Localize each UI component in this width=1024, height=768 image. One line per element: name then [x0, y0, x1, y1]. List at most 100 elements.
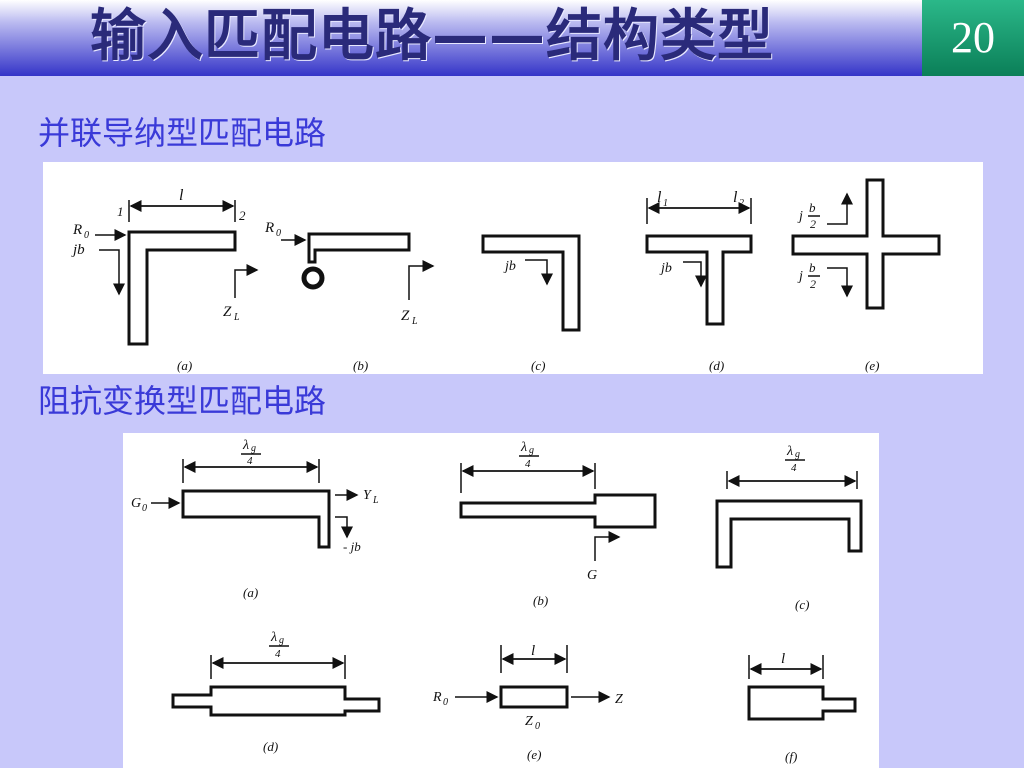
diagram2-d-stepped-line — [171, 685, 381, 717]
diagram2-c: λ g 4 (c) — [715, 444, 863, 612]
diagram2-e-z0: Z — [525, 714, 533, 729]
diagram2-b-stepped-line — [459, 493, 657, 529]
shunt-admittance-diagram-panel: l 1 2 R 0 jb Z L (a) R 0 Z L (b) — [43, 162, 983, 374]
diagram2-e-z: Z — [615, 692, 623, 707]
diagram-c-jb-label: jb — [503, 259, 516, 274]
diagram-e-j-top: j — [797, 209, 803, 224]
diagram-b-r0-label: R — [264, 220, 274, 236]
diagram2-a-caption: (a) — [243, 585, 258, 600]
diagram-e-arrow-bottom — [827, 267, 853, 298]
diagram-b-ring-stub — [301, 266, 325, 290]
diagram2-a-jb-arrow — [335, 516, 353, 539]
diagram2-e: l R 0 Z Z 0 (e) — [432, 643, 623, 762]
diagram-d-jb-arrow — [683, 261, 707, 288]
diagram-d-caption: (d) — [709, 358, 724, 373]
diagram2-a-yl-sub: L — [372, 495, 379, 506]
section-heading-impedance-transform: 阻抗变换型匹配电路 — [38, 382, 327, 420]
diagram-d-shunt: l 1 l 2 jb (d) — [645, 189, 753, 373]
diagram-a-jb-label: jb — [71, 242, 85, 258]
diagram-a-shunt: l 1 2 R 0 jb Z L (a) — [71, 187, 259, 373]
diagram2-b-caption: (b) — [533, 593, 548, 608]
diagram2-f: l (f) — [747, 651, 857, 764]
diagram-b-caption: (b) — [353, 358, 368, 373]
diagram2-a-lambda: λ — [242, 438, 249, 453]
title-bar: 输入匹配电路——结构类型 — [0, 0, 922, 76]
diagram-a-port2-label: 2 — [239, 208, 246, 223]
diagram-b-zl-sub: L — [411, 316, 418, 327]
diagram-c-jb-arrow — [525, 259, 553, 286]
diagram-e-two-top: 2 — [810, 217, 816, 231]
slide-title: 输入匹配电路——结构类型 — [90, 4, 774, 69]
diagram2-b: λ g 4 G (b) — [459, 440, 657, 608]
diagram2-c-caption: (c) — [795, 597, 809, 612]
diagram2-a-line-shape — [181, 489, 331, 549]
diagram2-e-l: l — [531, 643, 535, 659]
diagram2-e-r0-sub: 0 — [443, 697, 448, 708]
diagram-a-load-arrow — [234, 264, 259, 298]
diagram-d-l2-sub: 2 — [739, 198, 744, 209]
diagram2-c-u-shape — [715, 499, 863, 569]
diagram-b-r0-sub: 0 — [276, 228, 281, 239]
diagram2-a: λ g 4 G 0 Y L - jb (a) — [131, 438, 379, 600]
diagram-d-l2-label: l — [733, 189, 738, 206]
diagram-b-load-arrow — [408, 260, 435, 300]
diagram-a-zl-label: Z — [223, 304, 232, 320]
diagram-e-b-top: b — [809, 200, 816, 215]
diagram-a-zl-sub: L — [233, 312, 240, 323]
diagram-e-shunt: j b 2 j b 2 (e) — [791, 178, 941, 373]
diagram2-d-lambda: λ — [270, 630, 277, 645]
diagram-a-caption: (a) — [177, 358, 192, 373]
diagram-d-jb-label: jb — [659, 261, 672, 276]
diagram2-c-lambda: λ — [786, 444, 793, 459]
diagram2-c-four: 4 — [791, 462, 797, 474]
impedance-transform-diagram-panel: λ g 4 G 0 Y L - jb (a) λ g 4 G — [123, 433, 879, 768]
diagram2-c-g: g — [795, 449, 800, 460]
impedance-transform-diagrams: λ g 4 G 0 Y L - jb (a) λ g 4 G — [131, 438, 863, 764]
diagram2-a-g0: G — [131, 496, 141, 511]
diagram-c-caption: (c) — [531, 358, 545, 373]
diagram2-e-z0-sub: 0 — [535, 721, 540, 732]
shunt-admittance-diagrams: l 1 2 R 0 jb Z L (a) R 0 Z L (b) — [71, 178, 941, 373]
diagram-d-tee-shape — [645, 234, 753, 326]
diagram-a-length-label: l — [179, 187, 184, 204]
diagram2-b-four: 4 — [525, 458, 531, 470]
diagram2-b-g-arrow — [594, 531, 621, 561]
diagram-b-zl-label: Z — [401, 308, 410, 324]
diagram-b-shunt: R 0 Z L (b) — [264, 220, 435, 373]
diagram-a-r0-sub: 0 — [84, 230, 89, 241]
diagram-c-shunt: jb (c) — [481, 234, 581, 373]
diagram-a-stub-shape — [127, 230, 237, 346]
diagram2-a-yl: Y — [363, 488, 373, 503]
diagram-e-two-bottom: 2 — [810, 277, 816, 291]
diagram2-f-stepped-line — [747, 685, 857, 721]
diagram2-f-caption: (f) — [785, 749, 797, 764]
diagram-e-j-bottom: j — [797, 269, 803, 284]
diagram2-d-four: 4 — [275, 648, 281, 660]
diagram2-e-line-shape — [499, 685, 569, 709]
diagram-e-caption: (e) — [865, 358, 879, 373]
diagram-e-cross-shape — [791, 178, 941, 310]
diagram2-d-g: g — [279, 635, 284, 646]
diagram-b-line-shape — [307, 232, 411, 264]
diagram-e-b-bottom: b — [809, 260, 816, 275]
section-heading-shunt-admittance: 并联导纳型匹配电路 — [38, 114, 327, 152]
diagram2-a-mjb: - jb — [343, 539, 361, 554]
diagram-a-port1-label: 1 — [117, 204, 124, 219]
diagram2-a-g0-sub: 0 — [142, 503, 147, 514]
diagram2-b-G: G — [587, 568, 597, 583]
diagram2-b-lambda: λ — [520, 440, 527, 455]
diagram2-f-l: l — [781, 651, 785, 667]
page-number: 20 — [922, 0, 1024, 76]
diagram2-a-four: 4 — [247, 455, 253, 467]
diagram2-e-r0: R — [432, 690, 442, 705]
diagram-a-r0-label: R — [72, 222, 82, 238]
diagram2-d: λ g 4 (d) — [171, 630, 381, 754]
diagram-d-l1-label: l — [657, 189, 662, 206]
diagram-a-jb-arrow — [99, 249, 125, 296]
diagram2-d-caption: (d) — [263, 739, 278, 754]
diagram-d-l1-sub: 1 — [663, 198, 668, 209]
diagram2-a-g: g — [251, 443, 256, 454]
diagram2-e-caption: (e) — [527, 747, 541, 762]
diagram-e-arrow-top — [827, 192, 853, 225]
diagram2-b-g: g — [529, 445, 534, 456]
